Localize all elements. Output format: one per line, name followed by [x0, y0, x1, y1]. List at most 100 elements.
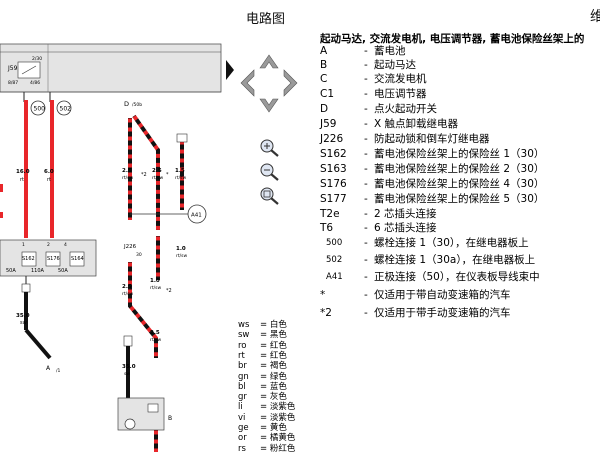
- legend-code: D: [320, 103, 329, 115]
- svg-text:1.5: 1.5: [175, 168, 185, 174]
- legend-code: *2: [320, 307, 332, 319]
- zoom-out-button[interactable]: zoom-out: [258, 162, 280, 182]
- svg-text:S176: S176: [47, 256, 60, 262]
- wire-color-item: gn = 绿色: [238, 372, 287, 383]
- legend-description: 6 芯插头连接: [374, 222, 437, 234]
- legend-description: 正极连接（50），在仪表板导线束中: [374, 271, 540, 283]
- nav-left-button[interactable]: [238, 68, 256, 98]
- svg-text:35.0: 35.0: [122, 364, 136, 370]
- nav-up-button[interactable]: [258, 52, 280, 70]
- wire-color-code: gn: [238, 371, 249, 382]
- svg-text:35.0: 35.0: [16, 313, 30, 319]
- wire-color-item: li= 淡紫色: [238, 402, 295, 413]
- legend-description: 起动马达: [374, 59, 416, 71]
- wire-color-code: vi: [238, 412, 246, 423]
- legend-dash: -: [364, 88, 368, 100]
- legend-code: A: [320, 45, 328, 57]
- ground-label: A: [46, 365, 51, 372]
- legend-dash: -: [364, 45, 368, 57]
- nav-prev-page-button[interactable]: [224, 58, 236, 82]
- svg-text:2.5: 2.5: [150, 330, 160, 336]
- wire-color-item: ge= 黄色: [238, 423, 287, 434]
- wire-color-item: rs= 粉红色: [238, 444, 295, 455]
- svg-text:sw: sw: [124, 372, 130, 377]
- circuit-diagram: J59 2/30 4/86 8/87 500 502 16.0 rt 6.0 r…: [0, 43, 222, 452]
- legend-dash: -: [364, 59, 368, 71]
- legend-dash: -: [364, 178, 368, 190]
- wire-color-name: 黑色: [269, 330, 287, 341]
- wire-color-code: ws: [238, 320, 250, 330]
- relay-pin-label: 4/86: [30, 80, 40, 86]
- wire-color-code: gr: [238, 392, 247, 403]
- svg-text:502: 502: [60, 106, 72, 113]
- wire-color-code: bl: [238, 381, 246, 392]
- svg-text:2.5: 2.5: [122, 284, 132, 290]
- wire-color-name: 绿色: [269, 371, 287, 382]
- legend-dash: -: [364, 222, 368, 234]
- relay-label: J59: [7, 65, 18, 72]
- svg-text:1: 1: [22, 242, 25, 248]
- wire-color-equals: =: [260, 371, 270, 382]
- legend-description: 蓄电池保险丝架上的保险丝 5（30）: [374, 193, 545, 205]
- legend-dash: -: [364, 237, 368, 249]
- wire-color-equals: =: [260, 350, 270, 361]
- wire-color-name: 褐色: [269, 361, 287, 372]
- svg-text:rt/sw: rt/sw: [152, 175, 163, 181]
- wire-color-item: bl= 蓝色: [238, 382, 287, 393]
- legend-code: J59: [320, 118, 337, 130]
- wire-color-item: vi= 淡紫色: [238, 413, 295, 424]
- svg-text:2.5: 2.5: [122, 168, 132, 174]
- wire-color-code: li: [238, 402, 243, 413]
- legend-description: 防起动锁和倒车灯继电器: [374, 133, 490, 145]
- motor-label: B: [168, 415, 172, 422]
- legend-dash: -: [364, 289, 368, 301]
- wire-color-code: or: [238, 433, 247, 444]
- legend-dash: -: [364, 103, 368, 115]
- svg-text:A41: A41: [191, 213, 202, 219]
- wire-color-name: 蓝色: [269, 381, 287, 392]
- legend-code: 502: [326, 255, 343, 265]
- svg-text:6.0: 6.0: [44, 169, 54, 175]
- svg-text:S162: S162: [22, 256, 35, 262]
- legend-dash: -: [364, 193, 368, 205]
- wire-color-name: 白色: [269, 320, 287, 330]
- wire-color-code: rs: [238, 443, 246, 454]
- svg-text:rt/sw: rt/sw: [150, 285, 161, 291]
- wire-color-item: br= 褐色: [238, 361, 287, 372]
- svg-text:*2: *2: [166, 288, 172, 294]
- wire-color-equals: =: [260, 402, 270, 413]
- svg-text:110A: 110A: [31, 268, 45, 274]
- wire-color-item: ws = 白色: [238, 320, 287, 331]
- svg-text:rt/sw: rt/sw: [175, 175, 186, 181]
- legend-description: 仅适用于带手动变速箱的汽车: [374, 307, 511, 319]
- relay-pin-label: 8/87: [8, 80, 18, 86]
- legend-description: 仅适用于带自动变速箱的汽车: [374, 289, 511, 301]
- svg-text:rt/sw: rt/sw: [122, 291, 133, 297]
- zoom-in-button[interactable]: zoom-in: [258, 138, 280, 158]
- relay-j226-label: J226: [123, 244, 137, 250]
- legend-description: 2 芯插头连接: [374, 208, 437, 220]
- zoom-fit-button[interactable]: zoom-fit: [258, 186, 280, 206]
- legend-code: A41: [326, 272, 343, 282]
- svg-text:50A: 50A: [58, 268, 68, 274]
- page-title-right-fragment: 维: [590, 9, 600, 25]
- legend-dash: -: [364, 208, 368, 220]
- wire-color-code: ge: [238, 423, 249, 433]
- svg-text:*: *: [166, 172, 169, 178]
- legend-code: J226: [320, 133, 344, 145]
- svg-text:500: 500: [34, 106, 46, 113]
- legend-description: X 触点卸载继电器: [374, 118, 459, 130]
- legend-code: S176: [320, 178, 347, 190]
- nav-right-button[interactable]: [282, 68, 300, 98]
- legend-code: *: [320, 289, 326, 301]
- connector-a41: [187, 204, 207, 224]
- wire-color-name: 淡紫色: [269, 412, 296, 423]
- wire-color-name: 灰色: [269, 392, 287, 403]
- wire-color-name: 橘黄色: [269, 433, 296, 444]
- nav-down-button[interactable]: [258, 97, 280, 115]
- legend-code: S163: [320, 163, 347, 175]
- wire-color-equals: =: [260, 320, 270, 330]
- legend-code: S177: [320, 193, 347, 205]
- wire-color-code: sw: [238, 330, 250, 341]
- svg-text:2.5: 2.5: [152, 168, 162, 174]
